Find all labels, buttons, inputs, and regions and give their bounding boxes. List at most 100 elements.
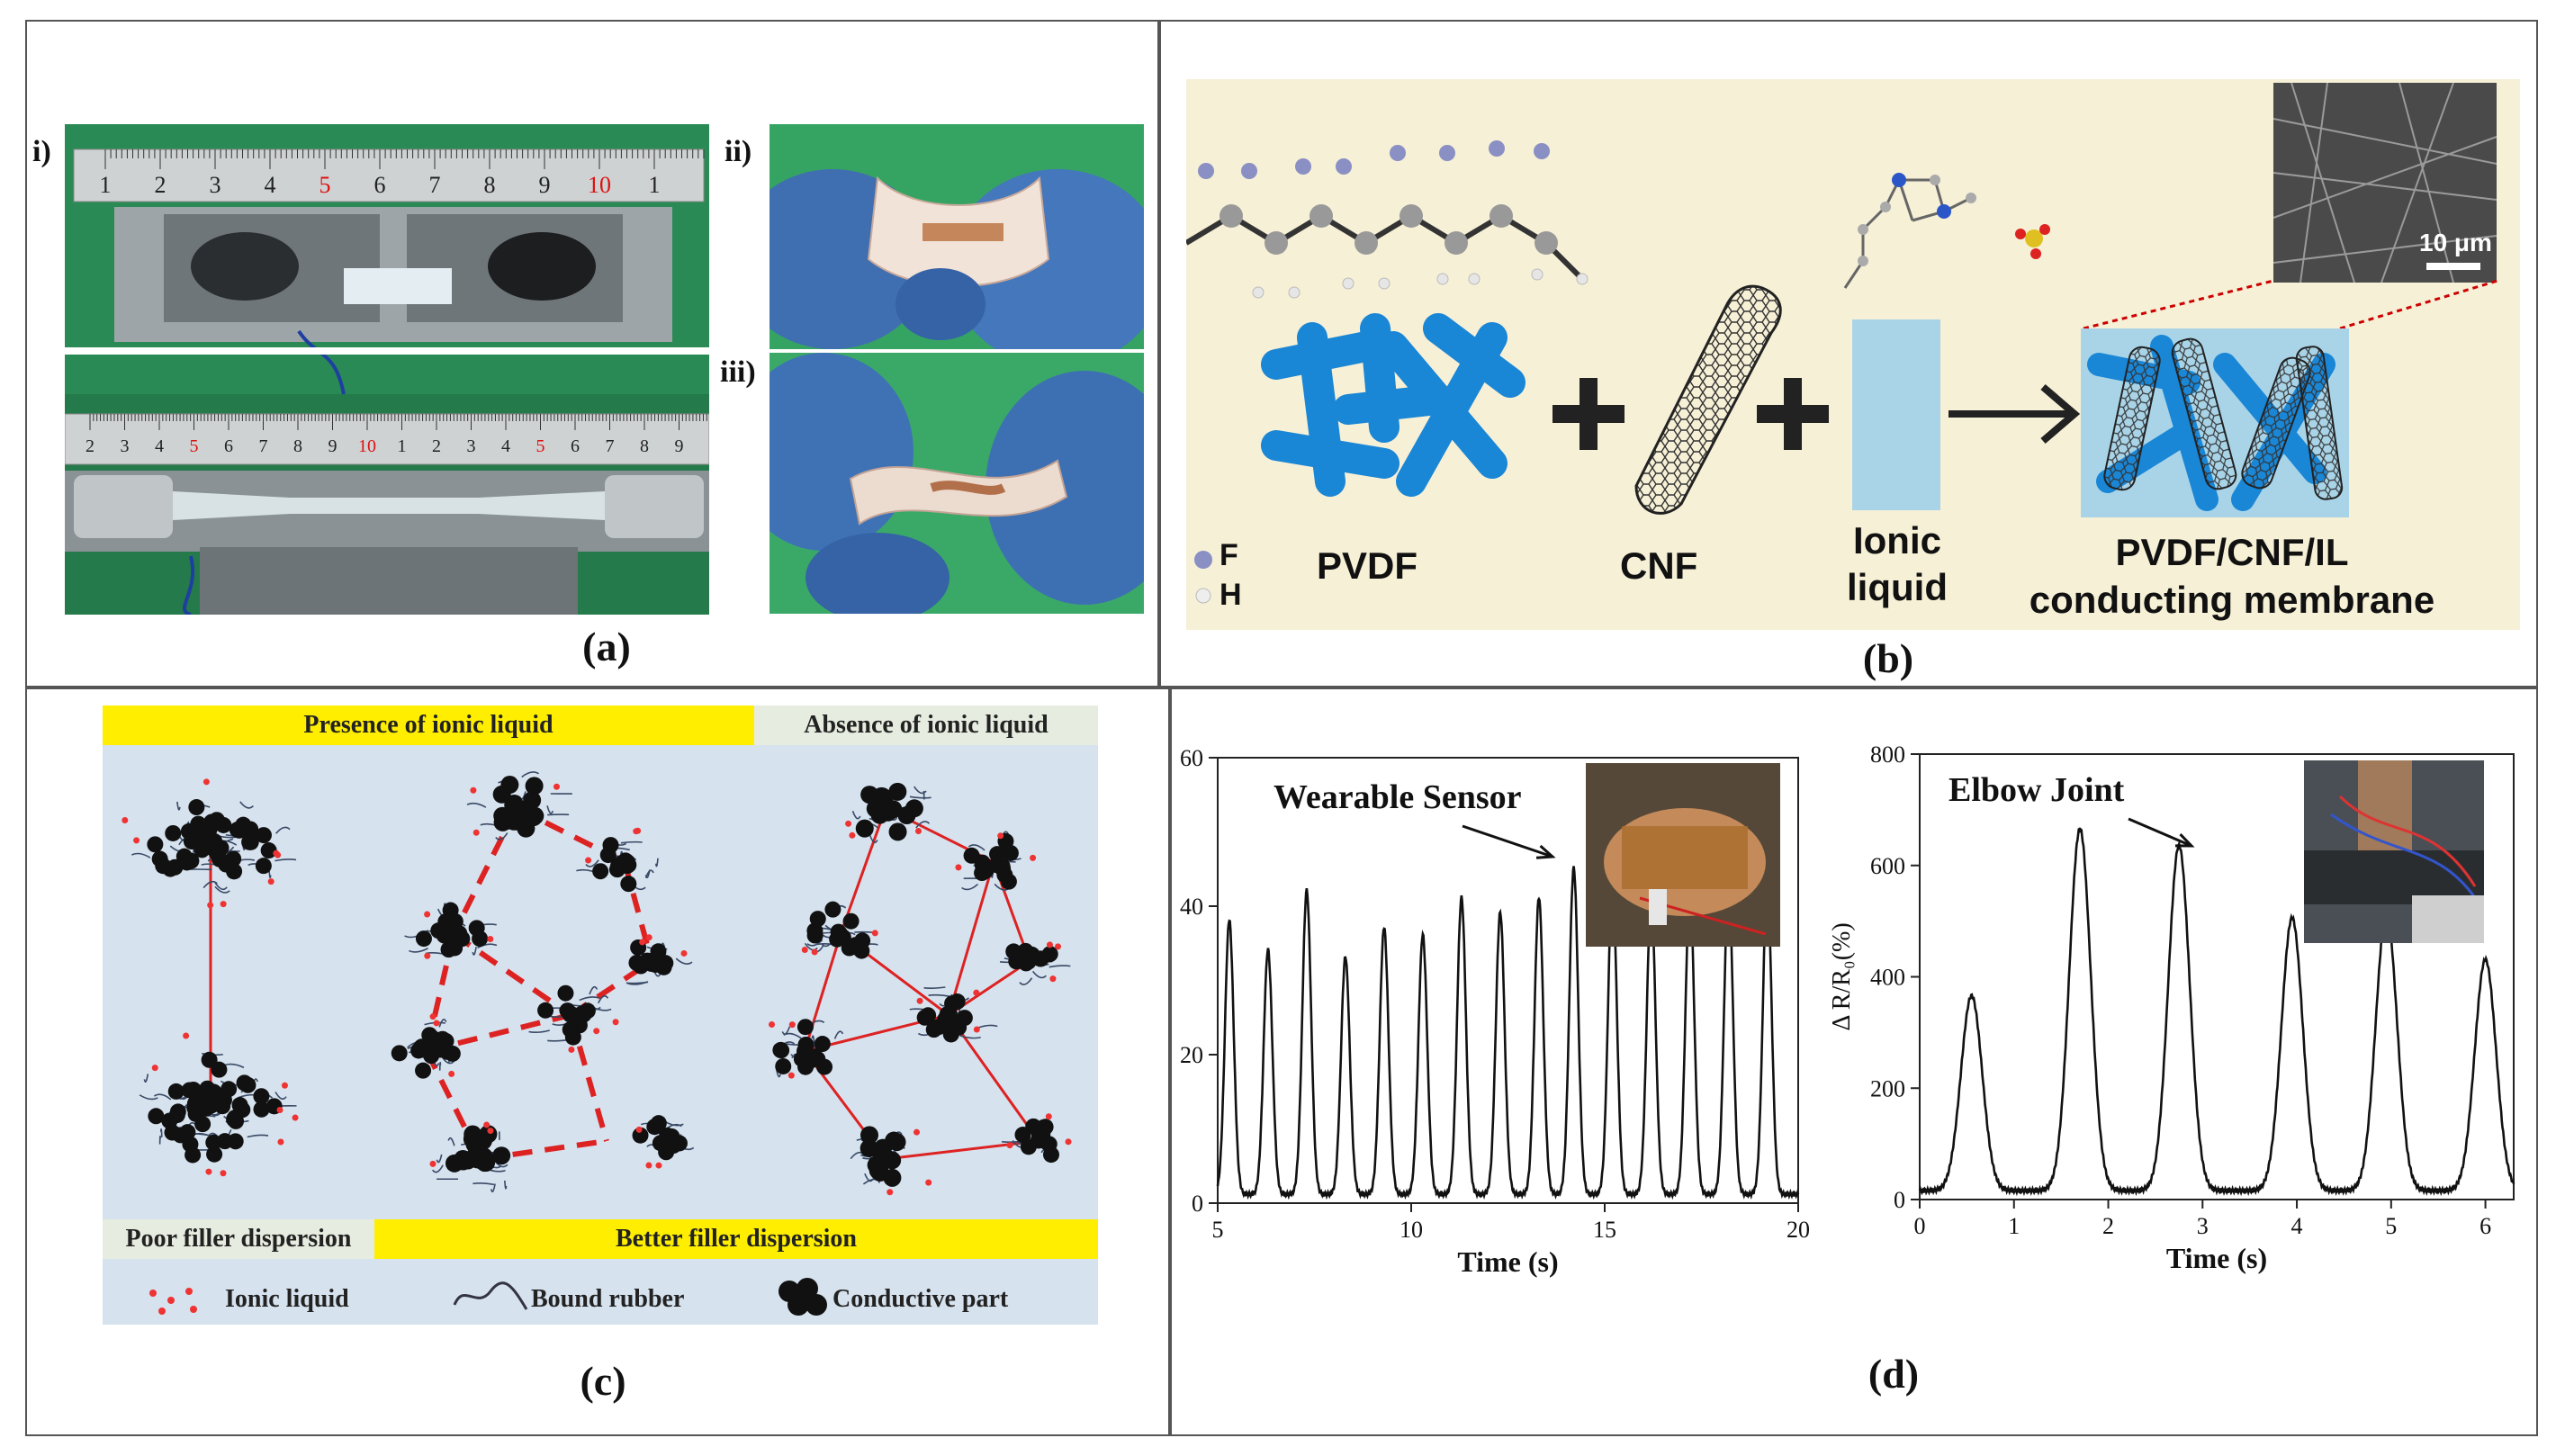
x-tick-label: 20 (1786, 1217, 1810, 1243)
ionic-liquid-molecule (1843, 173, 2050, 289)
pvdf-molecule (1186, 140, 1588, 299)
pvdf-network-icon (1261, 313, 1526, 497)
absence-cluster (850, 1126, 932, 1196)
legend-bound-rubber-text: Bound rubber (531, 1285, 685, 1313)
absence-cluster (845, 782, 932, 843)
composite-membrane (2081, 328, 2349, 517)
legend-bound-rubber-icon (453, 1281, 528, 1310)
x-tick-label: 2 (2102, 1213, 2114, 1239)
y-tick-label: 60 (1180, 745, 1203, 771)
annotation-arrow (2128, 817, 2192, 848)
bending-illustration (770, 124, 1144, 349)
y-tick-label: 400 (1870, 965, 1905, 991)
x-tick-label: 1 (2008, 1213, 2020, 1239)
presence-cluster (404, 902, 498, 959)
absence-cluster (909, 986, 998, 1043)
sem-image: 10 μm (2273, 83, 2497, 283)
x-tick-label: 4 (2291, 1213, 2303, 1239)
caption-a: (a) (582, 624, 631, 670)
absence-cluster (769, 1019, 844, 1079)
ruler-number: 2 (155, 172, 166, 198)
poor-dispersion-label: Poor filler dispersion (103, 1219, 374, 1259)
filler-network-diagram (122, 771, 1072, 1196)
twisting-illustration (770, 353, 1144, 614)
panel-c-frame (25, 688, 1170, 1436)
absence-cluster (999, 941, 1071, 985)
ruler-number: 4 (155, 436, 164, 456)
x-tick-label: 15 (1593, 1217, 1616, 1243)
x-axis-label: Time (s) (2166, 1242, 2267, 1274)
x-tick-label: 5 (1212, 1217, 1224, 1243)
ruler-number: 8 (640, 436, 649, 456)
zoom-lines (2083, 279, 2498, 330)
legend-ionic-liquid-text: Ionic liquid (225, 1285, 349, 1313)
product-label-line1: PVDF/CNF/IL (2115, 531, 2349, 573)
ruler-number: 3 (210, 172, 221, 198)
poor-cluster-bottom (139, 1032, 299, 1177)
atom-f-label: F (1220, 538, 1238, 572)
annotation-arrowhead (1535, 844, 1556, 859)
ruler-number: 9 (539, 172, 551, 198)
presence-cluster (626, 934, 693, 985)
cnf-label: CNF (1620, 544, 1698, 587)
ruler-number: 4 (265, 172, 276, 198)
caption-c: (c) (580, 1358, 626, 1404)
ruler-number: 10 (588, 172, 611, 198)
ruler-number: 5 (320, 172, 331, 198)
elbow-joint-photo (2304, 760, 2484, 943)
atom-h-label: H (1220, 578, 1242, 612)
ruler-number: 6 (374, 172, 386, 198)
y-tick-label: 40 (1180, 894, 1203, 920)
presence-cluster (576, 827, 659, 893)
x-axis-label: Time (s) (1457, 1245, 1558, 1278)
ruler-number: 1 (649, 172, 661, 198)
ruler-number: 8 (484, 172, 496, 198)
ruler-number: 9 (675, 436, 684, 456)
absence-cluster (1001, 1113, 1072, 1164)
pvdf-label: PVDF (1317, 544, 1418, 587)
cnf-tube-icon (1634, 284, 1782, 515)
ruler-number: 3 (121, 436, 130, 456)
ruler-number: 7 (259, 436, 268, 456)
legend-ionic-liquid-icon (149, 1288, 197, 1315)
label-ii: ii) (724, 135, 752, 168)
y-tick-label: 20 (1180, 1042, 1203, 1068)
ruler-number: 2 (86, 436, 94, 456)
ruler-number: 7 (606, 436, 615, 456)
presence-cluster (632, 1115, 695, 1169)
reaction-arrow (1948, 383, 2081, 445)
ruler-number: 6 (224, 436, 233, 456)
presence-cluster (429, 1121, 511, 1193)
legend-conductive-icon (778, 1278, 827, 1316)
plus-sign-1 (1552, 378, 1624, 450)
scale-bar-label: 10 μm (2419, 229, 2492, 256)
ionic-liquid-label: Ionic liquid (1847, 519, 1948, 608)
x-tick-label: 5 (2385, 1213, 2397, 1239)
ruler-number: 2 (432, 436, 441, 456)
bending-photo (770, 124, 1144, 349)
ruler-number: 7 (429, 172, 441, 198)
chart-annotation: Wearable Sensor (1274, 778, 1522, 816)
ruler-number: 3 (467, 436, 476, 456)
ruler-number: 6 (571, 436, 580, 456)
ruler-number: 4 (501, 436, 510, 456)
absence-cluster (801, 901, 878, 959)
better-dispersion-label: Better filler dispersion (374, 1219, 1098, 1259)
panel-b-frame (1159, 20, 2538, 688)
ruler-number: 8 (293, 436, 302, 456)
label-i: i) (32, 135, 51, 168)
x-tick-label: 6 (2480, 1213, 2491, 1239)
signal-line (1216, 866, 1800, 1200)
annotation-arrowhead (2174, 832, 2195, 848)
absence-cluster (955, 831, 1037, 891)
caption-d: (d) (1868, 1351, 1920, 1397)
wearable-sensor-photo (1586, 763, 1780, 947)
ionic-liquid-block (1852, 319, 1940, 510)
product-label-line2: conducting membrane (2029, 579, 2435, 621)
